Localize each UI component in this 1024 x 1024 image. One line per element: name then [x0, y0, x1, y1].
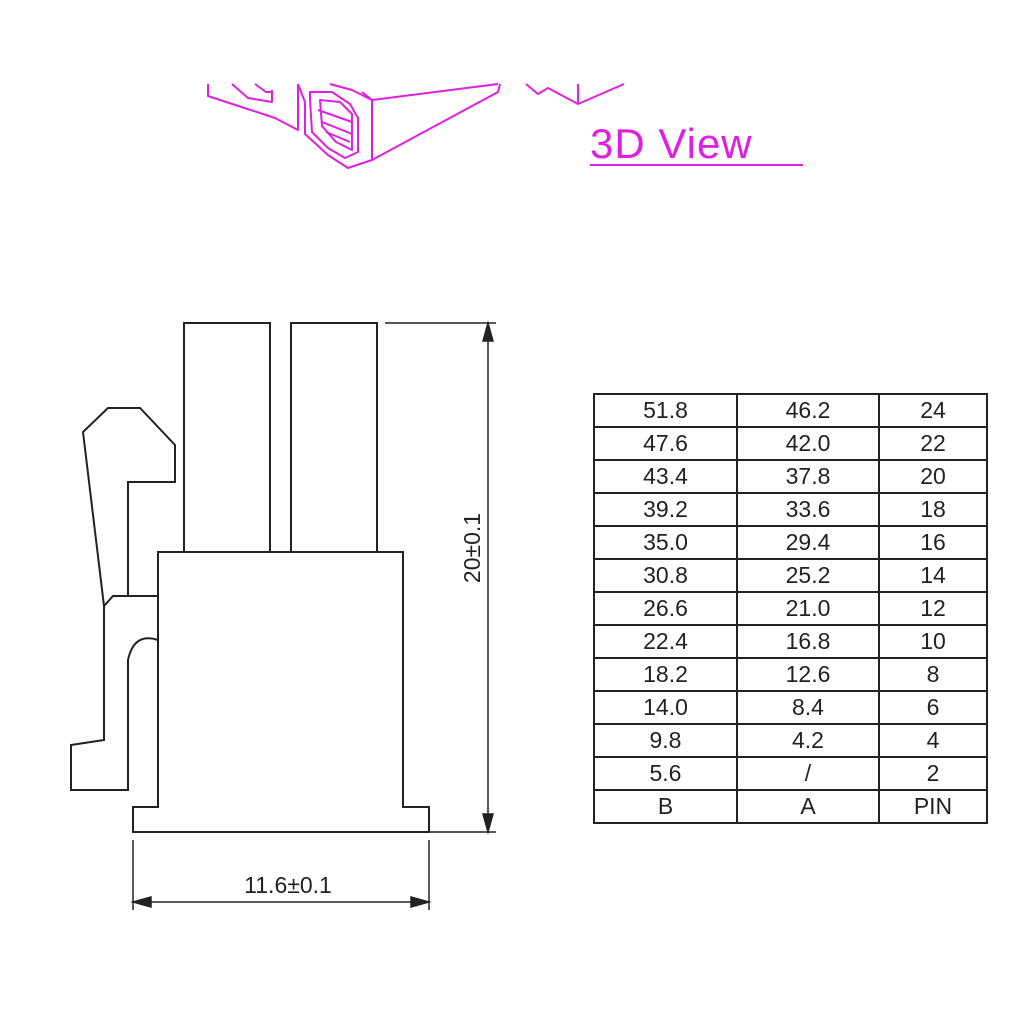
header-a: A: [736, 789, 880, 824]
cell-pin: 2: [878, 756, 988, 791]
table-row: 22.4 16.8 10: [593, 624, 988, 659]
housing-body: [132, 551, 430, 833]
height-label: 20±0.1: [459, 513, 485, 583]
cell-a: 16.8: [736, 624, 880, 659]
cell-a: 37.8: [736, 459, 880, 494]
cell-pin: 12: [878, 591, 988, 626]
header-pin: PIN: [878, 789, 988, 824]
view-label: 3D View: [590, 120, 753, 167]
cell-b: 9.8: [593, 723, 738, 758]
cell-b: 5.6: [593, 756, 738, 791]
cell-b: 51.8: [593, 393, 738, 428]
cell-a: 46.2: [736, 393, 880, 428]
table-row: 43.4 37.8 20: [593, 459, 988, 494]
pin-right: [290, 322, 378, 553]
cell-pin: 4: [878, 723, 988, 758]
cell-a: 42.0: [736, 426, 880, 461]
pin-left: [183, 322, 271, 553]
table-row: 9.8 4.2 4: [593, 723, 988, 758]
dimension-table: 51.8 46.2 24 47.6 42.0 22 43.4 37.8 20 3…: [593, 393, 988, 824]
cell-b: 22.4: [593, 624, 738, 659]
table-row: 18.2 12.6 8: [593, 657, 988, 692]
cell-a: 25.2: [736, 558, 880, 593]
cell-pin: 20: [878, 459, 988, 494]
cell-b: 47.6: [593, 426, 738, 461]
width-label: 11.6±0.1: [244, 872, 332, 898]
cell-b: 43.4: [593, 459, 738, 494]
cell-a: /: [736, 756, 880, 791]
cell-pin: 18: [878, 492, 988, 527]
latch: [70, 595, 159, 791]
height-dimension: [385, 320, 496, 835]
3d-view-fragment: [207, 83, 625, 169]
table-header-row: B A PIN: [593, 789, 988, 824]
header-b: B: [593, 789, 738, 824]
table-row: 14.0 8.4 6: [593, 690, 988, 725]
cell-b: 30.8: [593, 558, 738, 593]
cell-b: 39.2: [593, 492, 738, 527]
cell-a: 29.4: [736, 525, 880, 560]
width-dimension: [130, 840, 432, 910]
cell-pin: 8: [878, 657, 988, 692]
table-row: 51.8 46.2 24: [593, 393, 988, 428]
table-row: 30.8 25.2 14: [593, 558, 988, 593]
table-row: 47.6 42.0 22: [593, 426, 988, 461]
cell-pin: 24: [878, 393, 988, 428]
cell-pin: 22: [878, 426, 988, 461]
cell-a: 33.6: [736, 492, 880, 527]
cell-b: 18.2: [593, 657, 738, 692]
cell-b: 35.0: [593, 525, 738, 560]
cell-a: 21.0: [736, 591, 880, 626]
cell-b: 14.0: [593, 690, 738, 725]
table-row: 35.0 29.4 16: [593, 525, 988, 560]
cell-a: 8.4: [736, 690, 880, 725]
connector-side-view: [70, 322, 430, 833]
cell-pin: 6: [878, 690, 988, 725]
cell-a: 4.2: [736, 723, 880, 758]
cell-pin: 16: [878, 525, 988, 560]
table-row: 5.6 / 2: [593, 756, 988, 791]
cell-pin: 10: [878, 624, 988, 659]
cell-b: 26.6: [593, 591, 738, 626]
latch-hook: [81, 407, 176, 607]
cell-a: 12.6: [736, 657, 880, 692]
table-row: 39.2 33.6 18: [593, 492, 988, 527]
cell-pin: 14: [878, 558, 988, 593]
table-row: 26.6 21.0 12: [593, 591, 988, 626]
